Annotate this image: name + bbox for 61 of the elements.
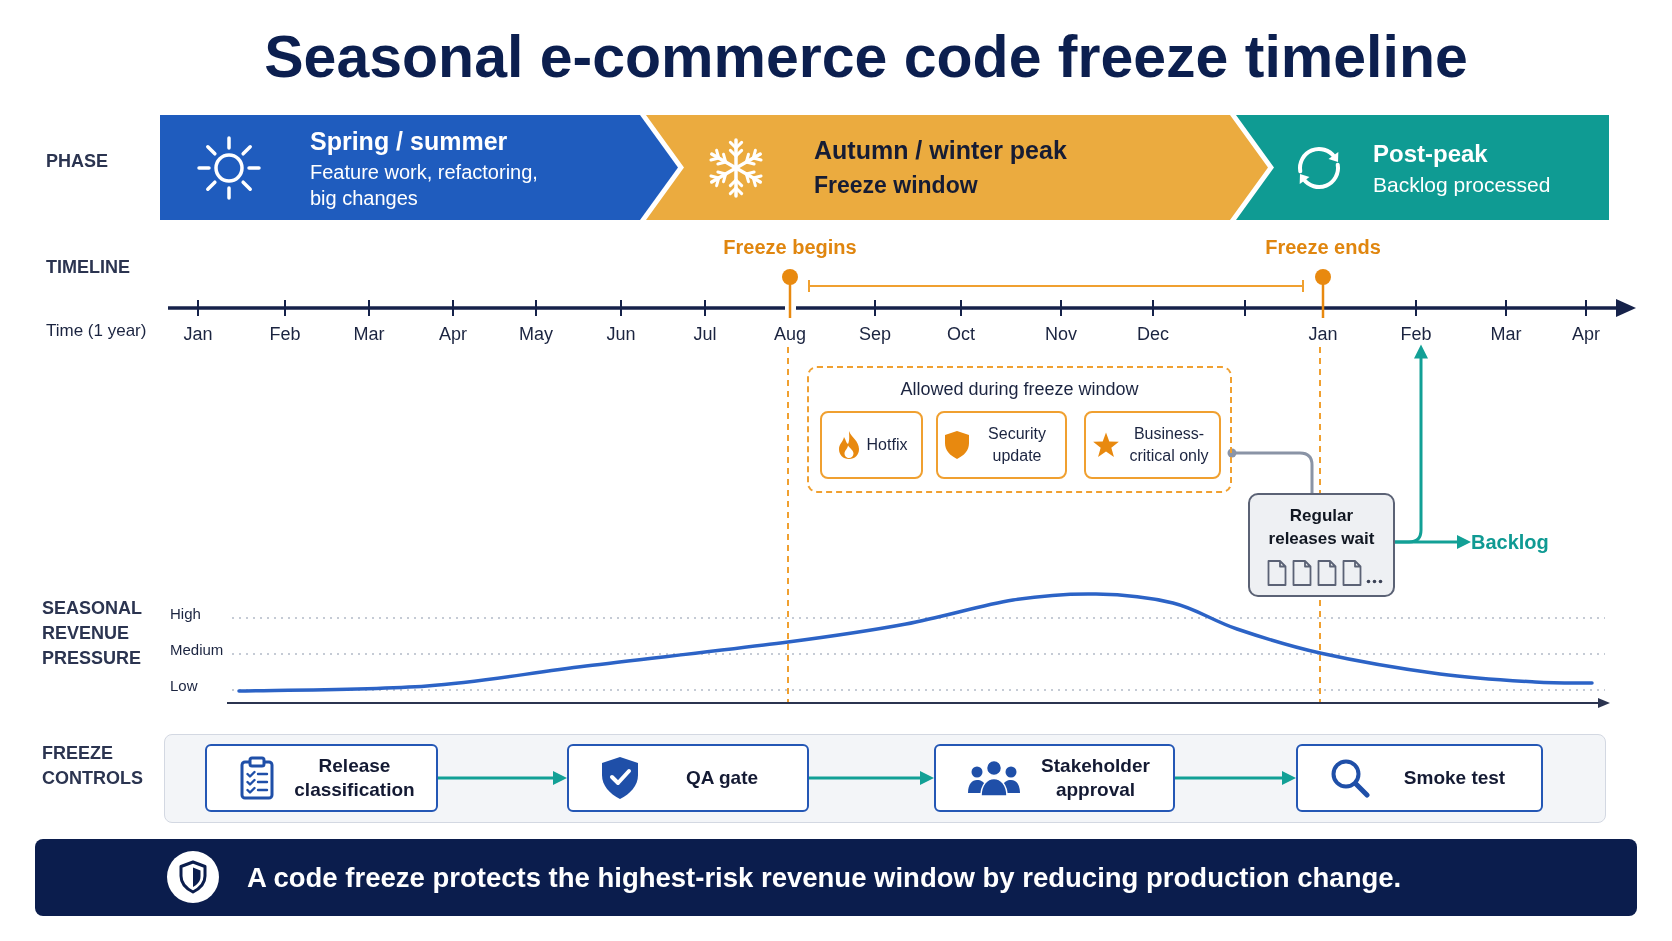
step-label: Stakeholder approval (1040, 754, 1151, 802)
axis-label: Time (1 year) (46, 321, 147, 341)
group-title: Allowed during freeze window (900, 378, 1139, 400)
phase-description: Freeze window (814, 170, 978, 200)
connector-line (1227, 448, 1314, 493)
month-label: Apr (439, 323, 467, 345)
arrow (809, 771, 934, 785)
month-label: Feb (269, 323, 301, 345)
allowed-item-card (820, 411, 923, 479)
month-label: Mar (1490, 323, 1522, 345)
row-label: TIMELINE (46, 256, 130, 278)
row-label: SEASONAL REVENUE PRESSURE (42, 597, 142, 670)
row-label: PHASE (46, 150, 108, 172)
month-label: Dec (1137, 323, 1169, 345)
item-label: Business-critical only (1128, 424, 1210, 466)
month-label: May (519, 323, 553, 345)
arrow (438, 771, 567, 785)
item-label: Security update (987, 424, 1047, 466)
level-label: High (170, 604, 201, 622)
step-label: QA gate (685, 766, 759, 790)
process-box (205, 744, 438, 812)
month-label: Nov (1045, 323, 1077, 345)
dashed-group-frame (807, 366, 1232, 493)
process-box (567, 744, 809, 812)
step-label: Release classification (293, 754, 416, 802)
phase-banner (160, 115, 678, 220)
month-label: Apr (1572, 323, 1600, 345)
allowed-item-card (936, 411, 1067, 479)
arrow (1395, 344, 1428, 544)
step-label: Smoke test (1403, 766, 1506, 790)
row-label: FREEZE CONTROLS (42, 742, 143, 790)
month-label: Jun (606, 323, 636, 345)
title: Seasonal e-commerce code freeze timeline (264, 23, 1468, 91)
card-title: Regular releases wait (1267, 505, 1376, 550)
caption-text: A code freeze protects the highest-risk revenue window by reducing production change. (247, 861, 1402, 894)
level-label: Low (170, 676, 198, 694)
month-label: Jan (1308, 323, 1338, 345)
phase-title: Spring / summer (310, 125, 508, 157)
month-label: Aug (774, 323, 806, 345)
phase-title: Post-peak (1373, 138, 1488, 169)
month-label: Sep (859, 323, 891, 345)
phase-description: Backlog processed (1373, 171, 1551, 198)
month-label: Feb (1400, 323, 1432, 345)
item-label: Hotfix (866, 435, 908, 455)
month-label: Jul (693, 323, 717, 345)
phase-description: Feature work, refactoring, big changes (310, 159, 539, 211)
arrow (1175, 771, 1296, 785)
process-box (1296, 744, 1543, 812)
target-label: Backlog (1471, 530, 1549, 554)
level-label: Medium (170, 640, 224, 658)
milestone-label: Freeze begins (723, 235, 857, 259)
waiting-card (1248, 493, 1395, 597)
month-label: Jan (183, 323, 213, 345)
month-label: Mar (353, 323, 385, 345)
phase-banner (646, 115, 1268, 220)
milestone-label: Freeze ends (1265, 235, 1381, 259)
phase-title: Autumn / winter peak (814, 134, 1067, 166)
process-box (934, 744, 1175, 812)
month-label: Oct (947, 323, 975, 345)
allowed-item-card (1084, 411, 1221, 479)
phase-banner (1236, 115, 1609, 220)
